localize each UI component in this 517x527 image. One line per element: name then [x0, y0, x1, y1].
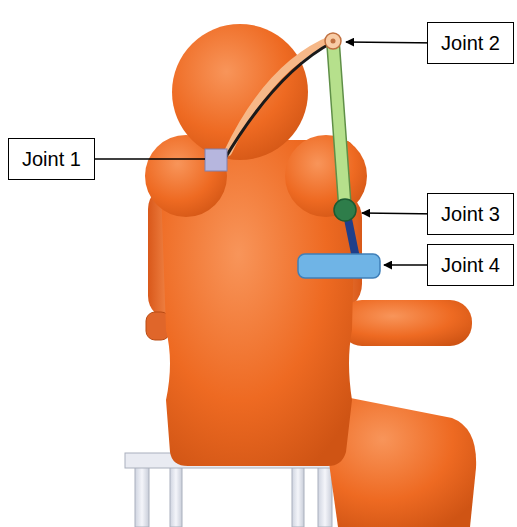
green-link-outline: [333, 42, 345, 208]
joint-1-block: [205, 149, 227, 171]
joint-2-pivot: [325, 33, 341, 49]
joint-label: Joint 4: [441, 253, 500, 277]
head: [172, 24, 308, 160]
black-link: [224, 42, 333, 160]
joint-label: Joint 2: [441, 31, 500, 55]
exoskeleton: [205, 33, 380, 278]
joint-3-pivot: [334, 199, 356, 221]
peach-link: [228, 39, 333, 152]
joint-label: Joint 3: [441, 202, 500, 226]
joint-label-box: Joint 4: [427, 244, 514, 286]
chair-leg: [170, 465, 182, 527]
chair-leg: [135, 465, 149, 527]
joint-label-box: Joint 3: [427, 193, 514, 235]
joint-label: Joint 1: [22, 147, 81, 171]
arm-cuff: [298, 254, 380, 278]
leader-line: [90, 158, 205, 160]
chair-leg: [292, 465, 304, 527]
leader-lines: [90, 42, 440, 265]
chair-leg: [318, 465, 332, 527]
green-link: [333, 42, 345, 208]
joint-2-pin: [331, 39, 336, 44]
right-forearm: [340, 300, 472, 346]
joint-label-box: Joint 1: [8, 138, 95, 180]
joint-label-box: Joint 2: [427, 22, 514, 64]
leader-arrow: [346, 42, 440, 43]
